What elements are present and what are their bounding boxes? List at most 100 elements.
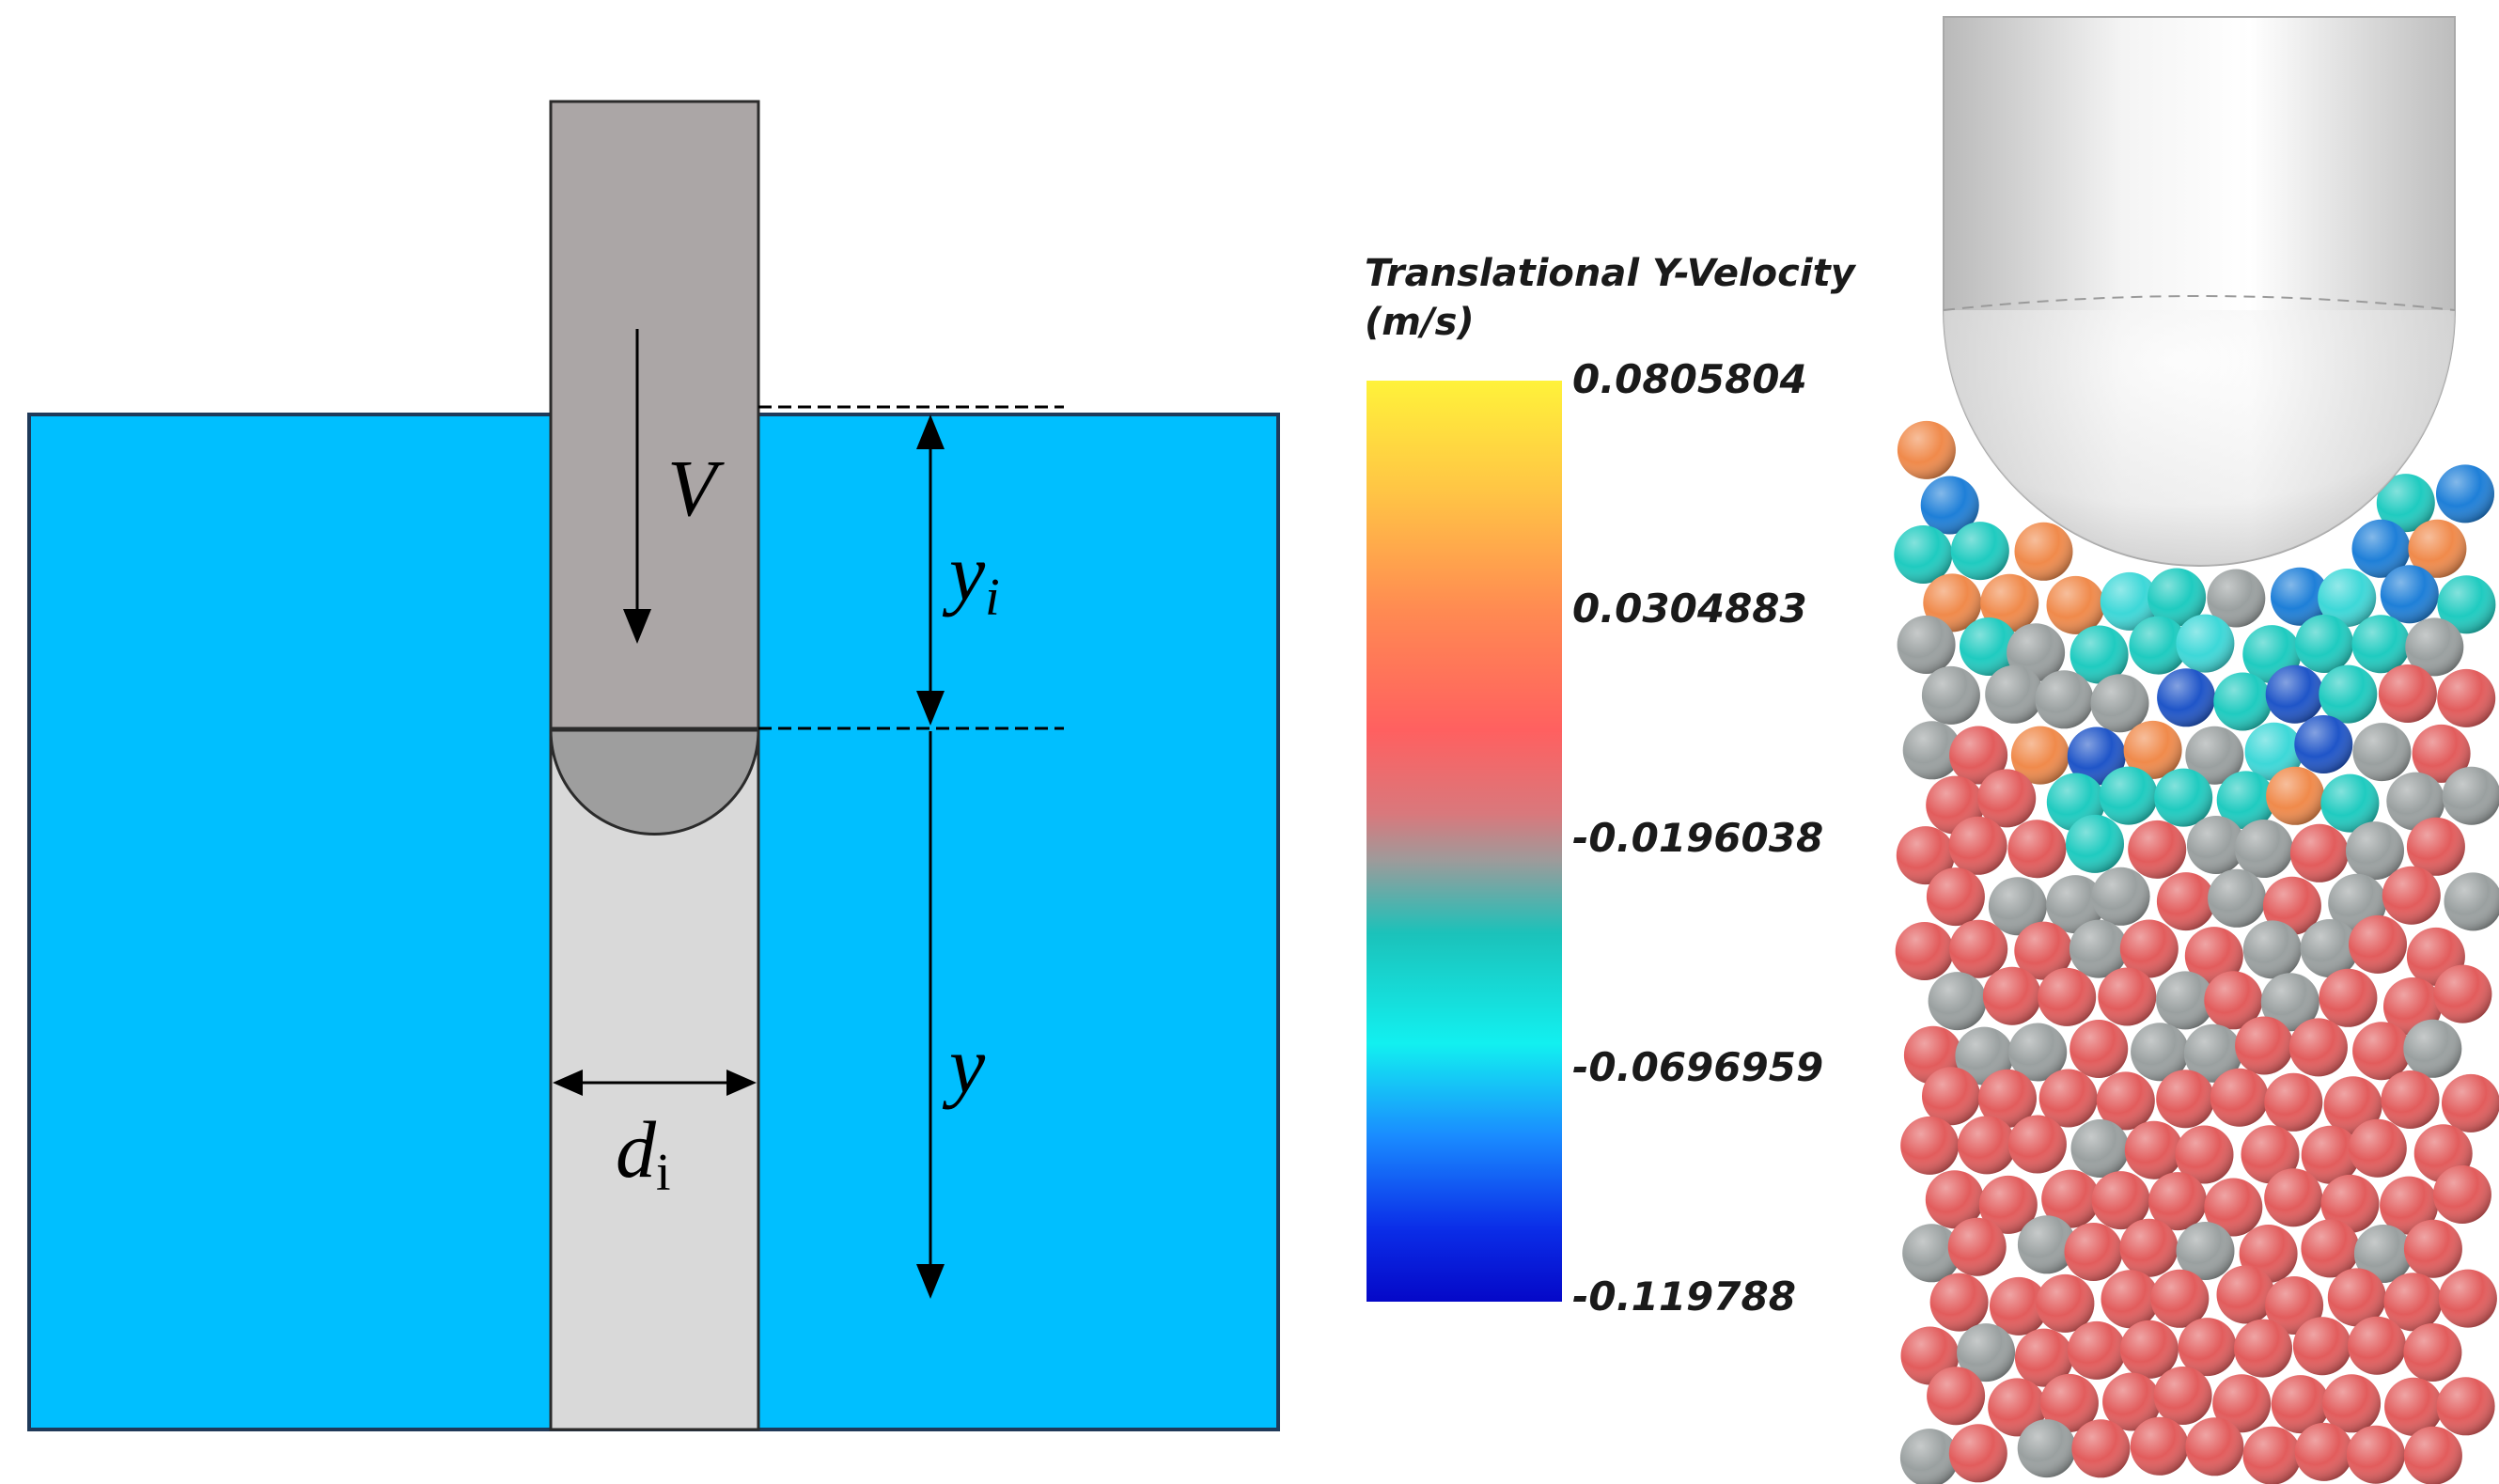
- particle-shading: [2436, 1377, 2495, 1436]
- particle-shading: [2382, 866, 2441, 925]
- particle-shading: [2442, 1073, 2499, 1133]
- particle-shading: [2216, 771, 2275, 830]
- particle-shading: [2091, 1171, 2150, 1230]
- particle-shading: [2260, 973, 2319, 1032]
- colorbar-tick-max: 0.0805804: [1572, 356, 1807, 402]
- particle-shading: [1921, 665, 1980, 725]
- particle-shading: [2323, 1076, 2382, 1135]
- bore-channel: [549, 726, 760, 1431]
- particle-shading: [2381, 1070, 2440, 1129]
- particle-shading: [2156, 1070, 2215, 1129]
- particle-shading: [2384, 1377, 2444, 1436]
- particle-shading: [2100, 571, 2159, 631]
- particle-shading: [1988, 1378, 2047, 1437]
- particle-shading: [1978, 1175, 2038, 1234]
- particle-shading: [2348, 1118, 2407, 1178]
- particle-shading: [2295, 615, 2354, 673]
- particle-shading: [1978, 1069, 2037, 1128]
- particle-shading: [2320, 773, 2380, 833]
- particle-shading: [2235, 1016, 2294, 1075]
- particle-shading: [2185, 726, 2244, 785]
- particle-shading: [2124, 1120, 2183, 1179]
- particle-shading: [2244, 722, 2304, 781]
- depth-label: y: [942, 1020, 986, 1110]
- particle-shading: [1923, 573, 1982, 633]
- particle-shading: [2128, 820, 2187, 879]
- colorbar: Translational Y-Velocity (m/s) 0.0805804…: [1365, 252, 1857, 1320]
- particle-shading: [2438, 1269, 2497, 1328]
- particle-shading: [1929, 1273, 1989, 1332]
- particle-shading: [1958, 1116, 2016, 1175]
- particle-shading: [2289, 823, 2349, 883]
- particle-shading: [2349, 914, 2407, 974]
- particle-shading: [2046, 575, 2105, 634]
- particle-shading: [2376, 474, 2435, 533]
- particle-shading: [2154, 768, 2213, 827]
- particle-shading: [1990, 1276, 2048, 1336]
- particle-shading: [2069, 625, 2129, 684]
- particle-shading: [2153, 1367, 2212, 1425]
- colorbar-title-line2: (m/s): [1365, 301, 1475, 344]
- particle-shading: [2008, 1023, 2068, 1082]
- particle-shading: [2405, 617, 2464, 677]
- particle-shading: [2186, 816, 2245, 874]
- particle-shading: [2437, 575, 2496, 634]
- particle-shading: [2265, 1276, 2324, 1335]
- particle-shading: [2038, 1069, 2098, 1128]
- particle-shading: [2348, 1316, 2407, 1375]
- particle-shading: [2242, 920, 2302, 979]
- particle-shading: [2301, 1219, 2360, 1278]
- particle-shading: [2131, 1023, 2190, 1082]
- particle-shading: [2294, 715, 2353, 773]
- colorbar-title-line1: Translational Y-Velocity: [1365, 252, 1857, 295]
- particle-shading: [2319, 664, 2378, 724]
- particle-shading: [1894, 525, 1953, 584]
- particle-shading: [2119, 919, 2179, 978]
- particle-shading: [2433, 964, 2492, 1023]
- particle-shading: [2406, 817, 2465, 876]
- particle-shading: [2119, 1218, 2179, 1277]
- particle-shading: [2039, 1373, 2099, 1432]
- particle-shading: [2010, 726, 2069, 785]
- particle-shading: [2185, 1417, 2244, 1476]
- colorbar-tick-min: -0.119788: [1572, 1273, 1796, 1320]
- colorbar-tick-3: -0.0196038: [1572, 815, 1823, 861]
- particle-shading: [2352, 1022, 2412, 1081]
- particle-shading: [2234, 1319, 2292, 1378]
- particle-shading: [2294, 1422, 2353, 1481]
- particle-shading: [2007, 820, 2067, 879]
- particle-shading: [2175, 1125, 2234, 1184]
- particle-shading: [1977, 769, 2037, 828]
- particle-shading: [2432, 1165, 2491, 1224]
- particle-shading: [2412, 724, 2471, 783]
- probe: [1943, 16, 2456, 567]
- particle-shading: [2266, 766, 2325, 825]
- penetration-label: yi: [942, 527, 1000, 627]
- particle-shading: [2129, 616, 2188, 675]
- particle-shading: [1925, 1170, 1984, 1229]
- particle-shading: [2322, 1374, 2382, 1433]
- particle-shading: [2148, 568, 2207, 627]
- colorbar-tick-2: 0.0304883: [1572, 586, 1807, 632]
- particle-shading: [2014, 1328, 2073, 1387]
- particle-shading: [2101, 1270, 2160, 1329]
- particle-shading: [2066, 814, 2124, 873]
- particle-shading: [1928, 972, 1987, 1031]
- particle-shading: [2264, 1072, 2323, 1132]
- particle-shading: [2130, 1416, 2189, 1476]
- particle-shading: [2262, 876, 2321, 935]
- particle-shading: [2352, 723, 2412, 782]
- particle-shading: [2408, 519, 2467, 578]
- particle-shading: [2386, 772, 2445, 831]
- particle-shading: [1920, 476, 1979, 535]
- particle-shading: [2090, 674, 2149, 733]
- down-arrow-icon: [623, 329, 651, 644]
- particle-shading: [2102, 1372, 2162, 1431]
- diameter-label-sub: i: [656, 1144, 671, 1202]
- particle-shading: [2318, 569, 2377, 627]
- particle-shading: [2038, 967, 2097, 1026]
- particle-shading: [2046, 875, 2105, 934]
- particle-shading: [2213, 672, 2273, 731]
- particle-shading: [2067, 726, 2126, 786]
